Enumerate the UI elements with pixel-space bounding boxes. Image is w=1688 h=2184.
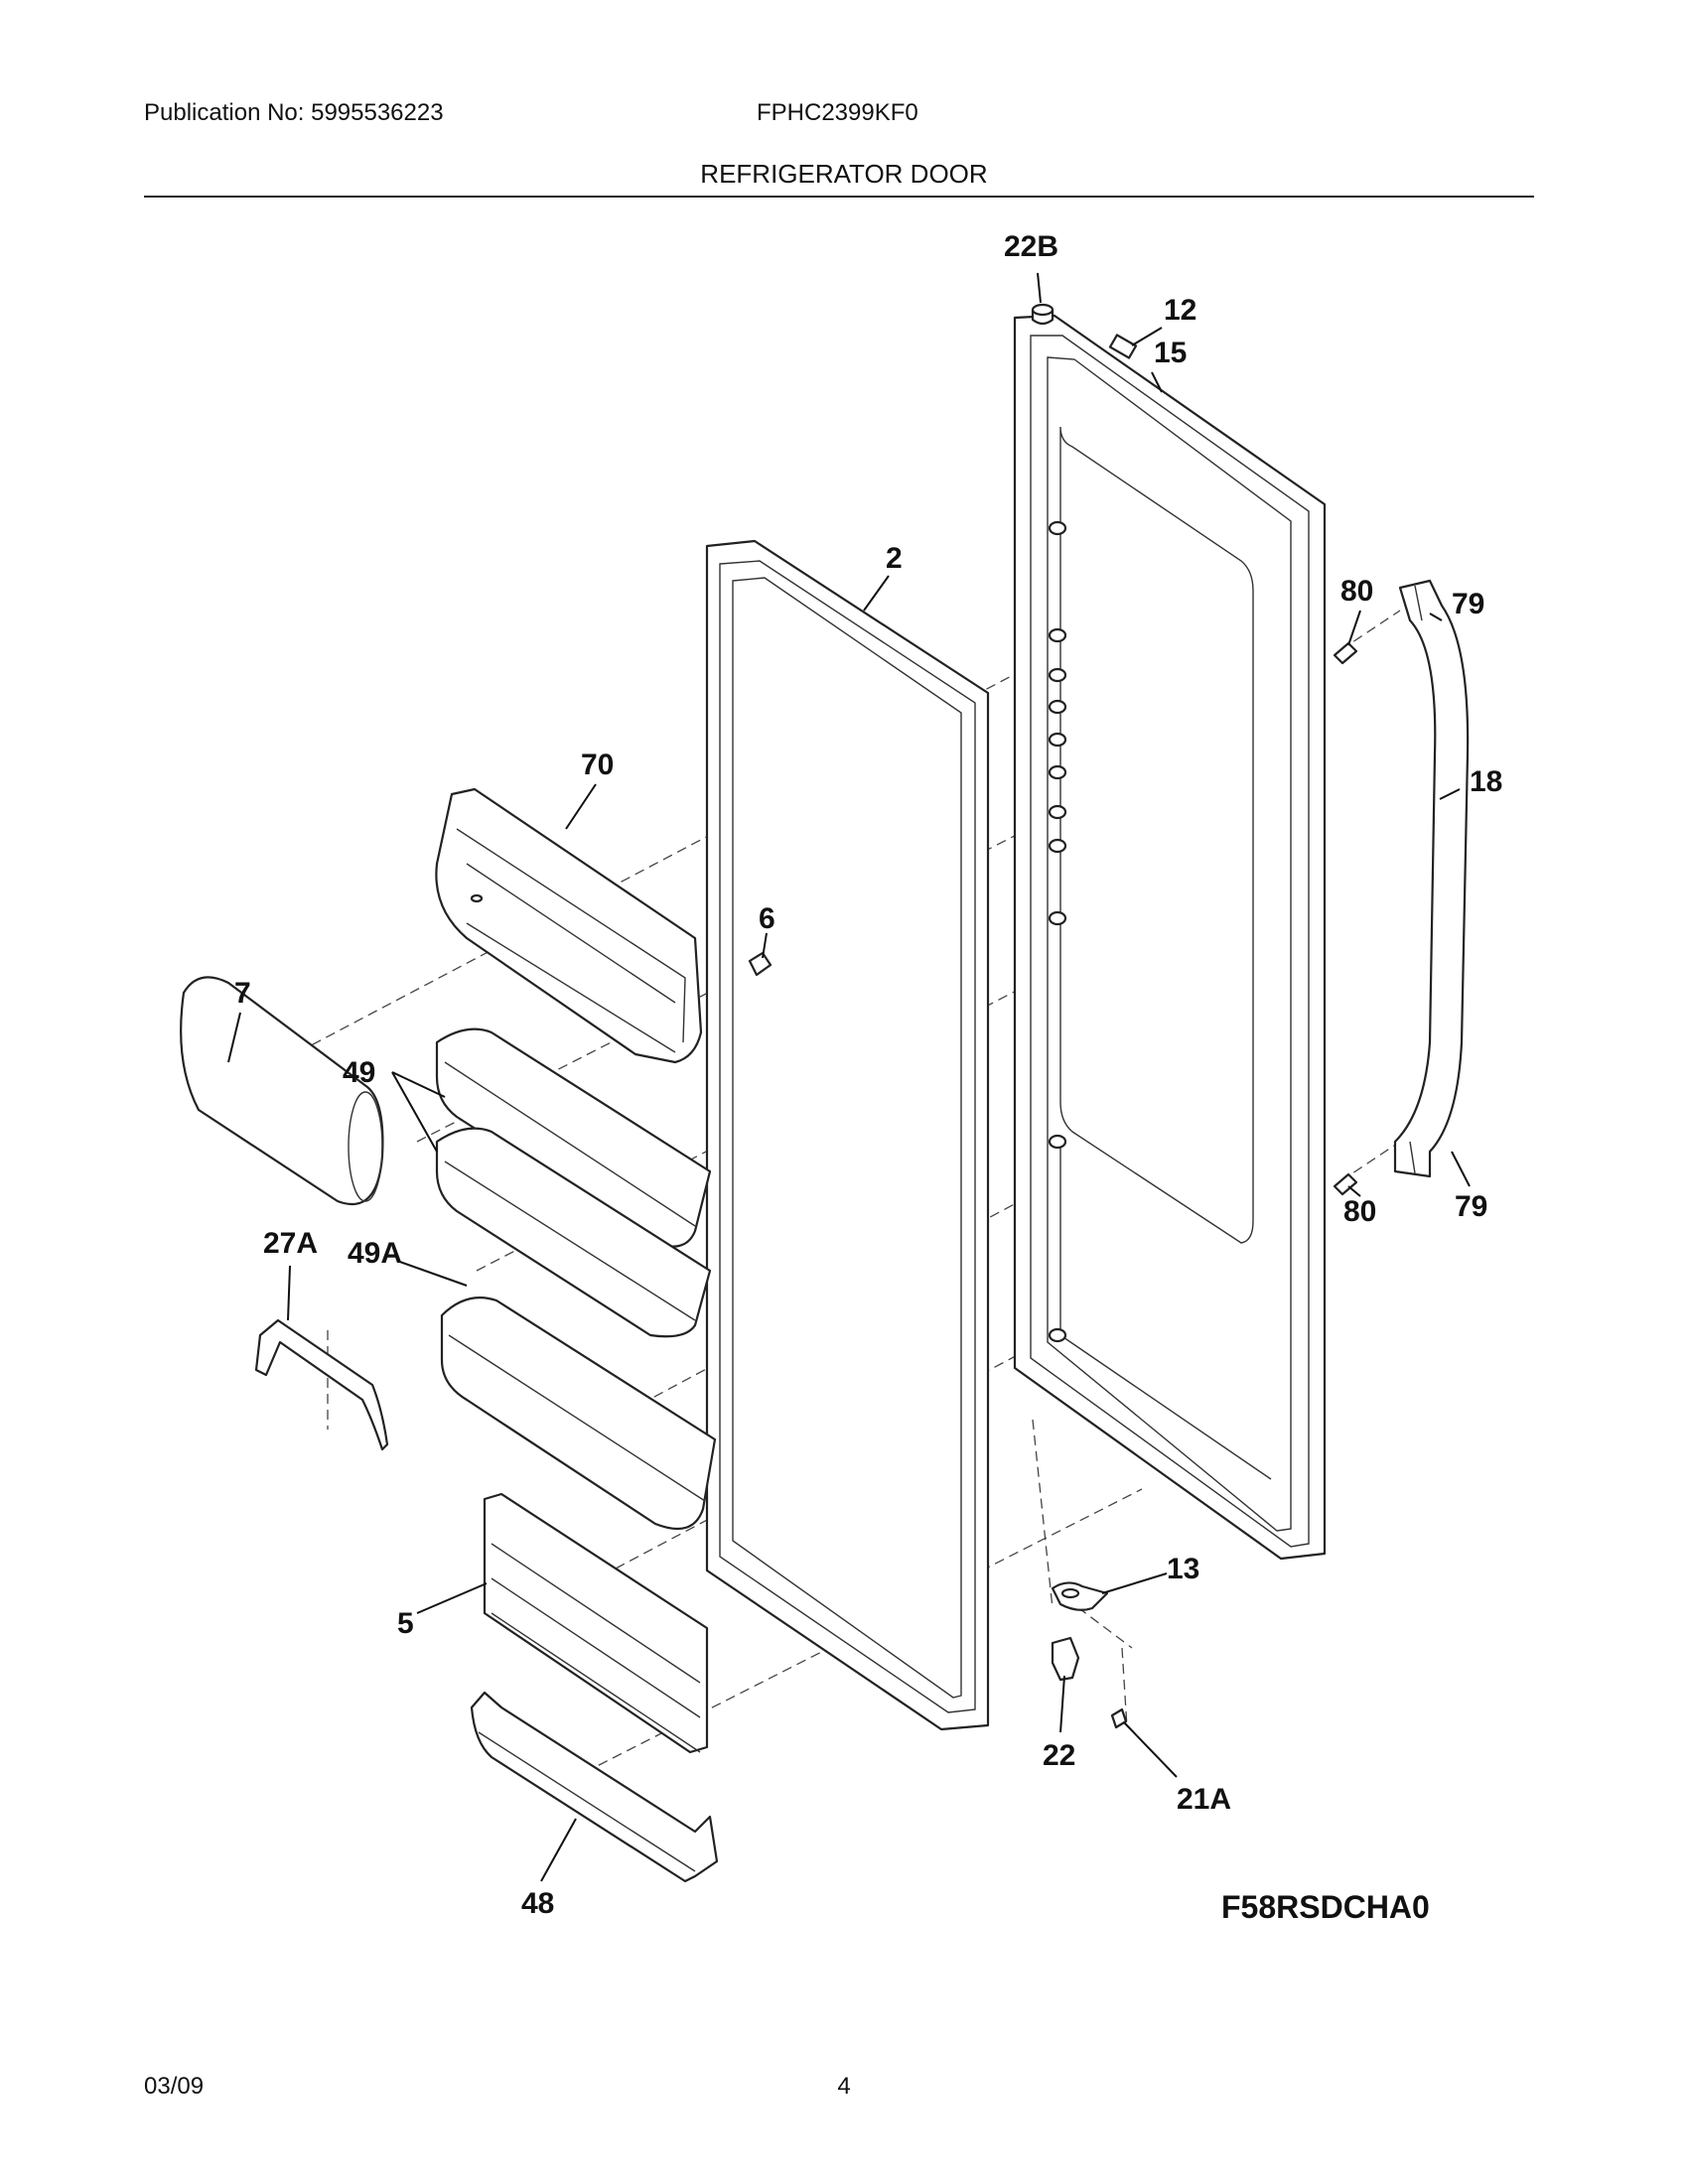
tall-door-bin: [440, 1297, 717, 1531]
can-rack: [483, 1492, 709, 1754]
bottom-hinge: [1051, 1581, 1109, 1611]
refrigerator-door-outer: [1013, 314, 1327, 1561]
page-number: 4: [837, 2073, 851, 2100]
callout-21A: 21A: [1177, 1783, 1231, 1816]
top-plug: [1108, 334, 1138, 359]
bottom-door-bin: [470, 1691, 719, 1883]
door-stop: [748, 951, 773, 977]
callout-49A: 49A: [348, 1237, 402, 1270]
callout-13: 13: [1167, 1553, 1199, 1585]
dairy-compartment-door: [435, 787, 703, 1064]
door-handle: [1393, 579, 1470, 1178]
bottom-hinge-bushing: [1051, 1636, 1080, 1682]
callout-15: 15: [1154, 337, 1187, 369]
footer-date: 03/09: [144, 2073, 205, 2100]
diagram-code: F58RSDCHA0: [1221, 1889, 1430, 1925]
door-gasket: [705, 539, 990, 1731]
door-bins: [435, 1027, 712, 1338]
callout-49: 49: [343, 1056, 375, 1089]
door-shelf-pegs: [1048, 520, 1067, 1343]
callout-22: 22: [1043, 1739, 1075, 1772]
handle-screws: [1333, 641, 1358, 1196]
header-divider: [144, 196, 1534, 198]
callout-2: 2: [886, 542, 903, 575]
dairy-bin: [180, 976, 384, 1206]
callout-79-bottom: 79: [1455, 1190, 1487, 1223]
callout-18: 18: [1470, 765, 1502, 798]
dairy-bin-handle: [254, 1318, 389, 1451]
publication-number: Publication No: 5995536223: [144, 99, 444, 126]
callout-6: 6: [759, 902, 775, 935]
callout-labels: 22B 12 15 2 80 79 18 70 6 7 49 27A 49A 8…: [234, 230, 1502, 1925]
callout-22B: 22B: [1004, 230, 1058, 263]
callout-80-top: 80: [1340, 575, 1373, 608]
callout-70: 70: [581, 749, 614, 781]
callout-27A: 27A: [263, 1227, 318, 1260]
callout-80-bottom: 80: [1343, 1195, 1376, 1228]
hinge-screw: [1110, 1707, 1128, 1729]
callout-7: 7: [234, 977, 251, 1010]
top-hinge-bushing: [1031, 303, 1055, 326]
model-number: FPHC2399KF0: [757, 99, 918, 126]
callout-79-top: 79: [1452, 588, 1484, 620]
section-title: REFRIGERATOR DOOR: [700, 159, 988, 189]
callout-5: 5: [397, 1607, 414, 1640]
callout-12: 12: [1164, 294, 1196, 327]
callout-48: 48: [521, 1887, 554, 1920]
callout-leaders: [227, 272, 1471, 1882]
